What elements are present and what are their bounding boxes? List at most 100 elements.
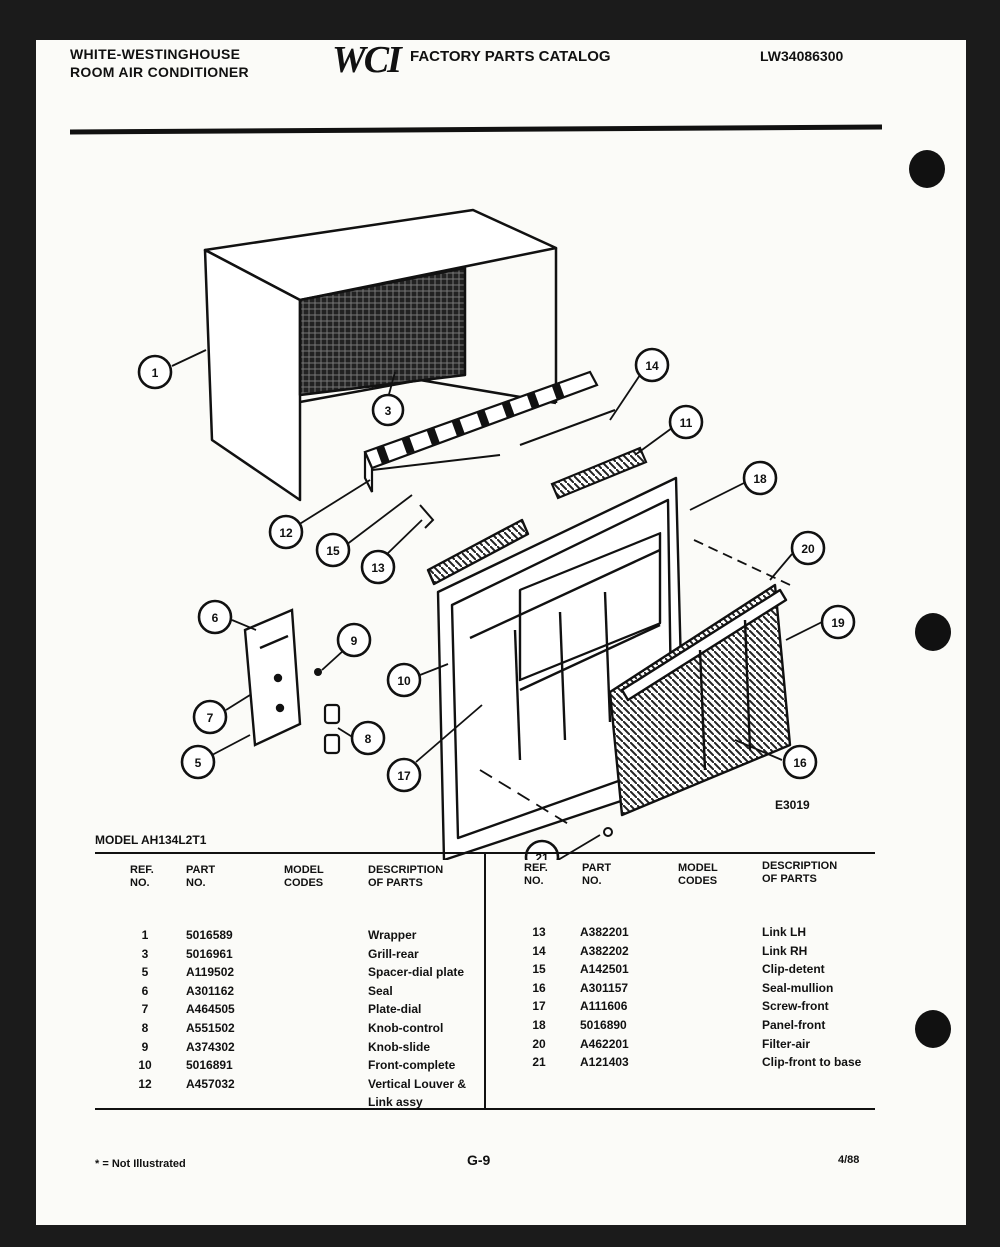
part-description: Wrapper	[368, 928, 417, 942]
callout-11[interactable]: 11	[668, 404, 704, 440]
part-description: Seal-mullion	[762, 980, 834, 995]
part-number: 5016890	[580, 1017, 627, 1032]
part-number: A111606	[580, 999, 628, 1014]
ref-number: 7	[141, 1002, 149, 1017]
part-description: Spacer-dial plate	[368, 965, 465, 980]
part-number: 5016891	[186, 1058, 233, 1073]
header-ref-no: REF. NO.	[130, 864, 154, 889]
part-number: A464505	[186, 1002, 235, 1017]
callout-14[interactable]: 14	[634, 347, 670, 383]
part-description: Plate-dial	[368, 1002, 422, 1017]
brand-heading: WHITE-WESTINGHOUSE ROOM AIR CONDITIONER	[70, 45, 249, 81]
callout-6-label: 6	[212, 611, 219, 625]
callout-9[interactable]: 9	[336, 622, 372, 658]
footer-date: 4/88	[838, 1154, 860, 1166]
callout-10[interactable]: 10	[386, 662, 422, 698]
ref-number: 14	[532, 943, 546, 958]
callout-18-top[interactable]: 18	[742, 460, 778, 496]
part-description: Grill-rear	[368, 946, 419, 961]
dial-plate	[243, 608, 302, 747]
header-part-no: PART NO.	[186, 864, 216, 889]
callout-17[interactable]: 17	[386, 757, 422, 793]
callout-5-label: 5	[195, 756, 202, 770]
part-description: Link assy	[368, 1095, 423, 1110]
part-number: A142501	[580, 962, 629, 977]
callout-5[interactable]: 5	[180, 744, 216, 780]
header-description: DESCRIPTION OF PARTS	[368, 864, 444, 889]
clip-detent	[419, 504, 435, 529]
clip-front-to-base	[603, 827, 613, 837]
ref-number: 6	[141, 983, 149, 998]
callout-21[interactable]: 21	[524, 839, 560, 860]
part-description: Clip-front to base	[762, 1055, 862, 1070]
model-label: MODEL AH134L2T1	[95, 833, 207, 847]
header-model-codes: MODEL CODES	[284, 864, 324, 889]
table-row: Link assy	[128, 1095, 466, 1114]
brand-line-1: WHITE-WESTINGHOUSE	[70, 46, 241, 62]
part-description: Link LH	[762, 925, 806, 939]
ref-number: 20	[532, 1036, 546, 1051]
wci-logo: WCI	[332, 39, 402, 81]
part-number: 5016589	[186, 928, 233, 942]
footer-note: * = Not Illustrated	[95, 1158, 186, 1170]
callout-12[interactable]: 12	[268, 514, 304, 550]
callout-11-label: 11	[680, 416, 693, 430]
part-description: Clip-detent	[762, 962, 825, 977]
callout-13[interactable]: 13	[360, 549, 396, 585]
callout-12-label: 12	[279, 526, 293, 540]
part-number: 5016961	[186, 946, 233, 961]
callout-3[interactable]: 3	[371, 393, 405, 427]
callout-15[interactable]: 15	[315, 532, 351, 568]
callout-17-label: 17	[397, 769, 411, 783]
part-number: A374302	[186, 1039, 235, 1054]
callout-19[interactable]: 19	[820, 604, 856, 640]
ref-number: 17	[532, 999, 546, 1014]
callout-1[interactable]: 1	[137, 354, 173, 390]
callout-20[interactable]: 20	[790, 530, 826, 566]
callout-18-label: 18	[753, 472, 767, 486]
header-description-right: DESCRIPTION OF PARTS	[762, 860, 838, 885]
table-row: 17 A111606 Screw-front	[522, 999, 861, 1018]
ref-number: 8	[141, 1020, 149, 1035]
ref-number: 9	[141, 1039, 149, 1054]
callout-8-label: 8	[365, 732, 372, 746]
vertical-louver-assembly	[363, 370, 616, 493]
figure-number: E3019	[775, 798, 810, 812]
part-description: Front-complete	[368, 1058, 456, 1073]
callout-16[interactable]: 16	[782, 744, 818, 780]
table-row: 7 A464505 Plate-dial	[128, 1002, 466, 1021]
callout-8[interactable]: 8	[350, 720, 386, 756]
brand-line-2: ROOM AIR CONDITIONER	[70, 64, 249, 80]
ref-number: 12	[138, 1076, 152, 1091]
exploded-parts-diagram: 1 3 14 11 18 12 15 13 20 6 9 19 10 7 8 5…	[137, 208, 856, 860]
control-knobs	[323, 703, 341, 755]
part-description: Screw-front	[762, 999, 829, 1014]
catalog-number: LW34086300	[760, 48, 844, 64]
callout-10-label: 10	[397, 674, 411, 688]
header-ref-no-right: REF. NO.	[524, 862, 548, 887]
part-description: Knob-slide	[368, 1039, 430, 1054]
front-panel	[608, 583, 792, 817]
callout-9-label: 9	[351, 634, 358, 648]
callout-7[interactable]: 7	[192, 699, 228, 735]
wrapper-cabinet	[203, 208, 558, 502]
part-description: Vertical Louver &	[368, 1076, 467, 1091]
leader-lines	[171, 349, 823, 860]
callout-6[interactable]: 6	[197, 599, 233, 635]
callout-1-label: 1	[152, 366, 159, 380]
callout-16-label: 16	[793, 756, 807, 770]
header-model-codes-right: MODEL CODES	[678, 862, 718, 887]
binder-hole-bottom	[915, 1010, 951, 1048]
table-row: 9 A374302 Knob-slide	[128, 1040, 466, 1059]
